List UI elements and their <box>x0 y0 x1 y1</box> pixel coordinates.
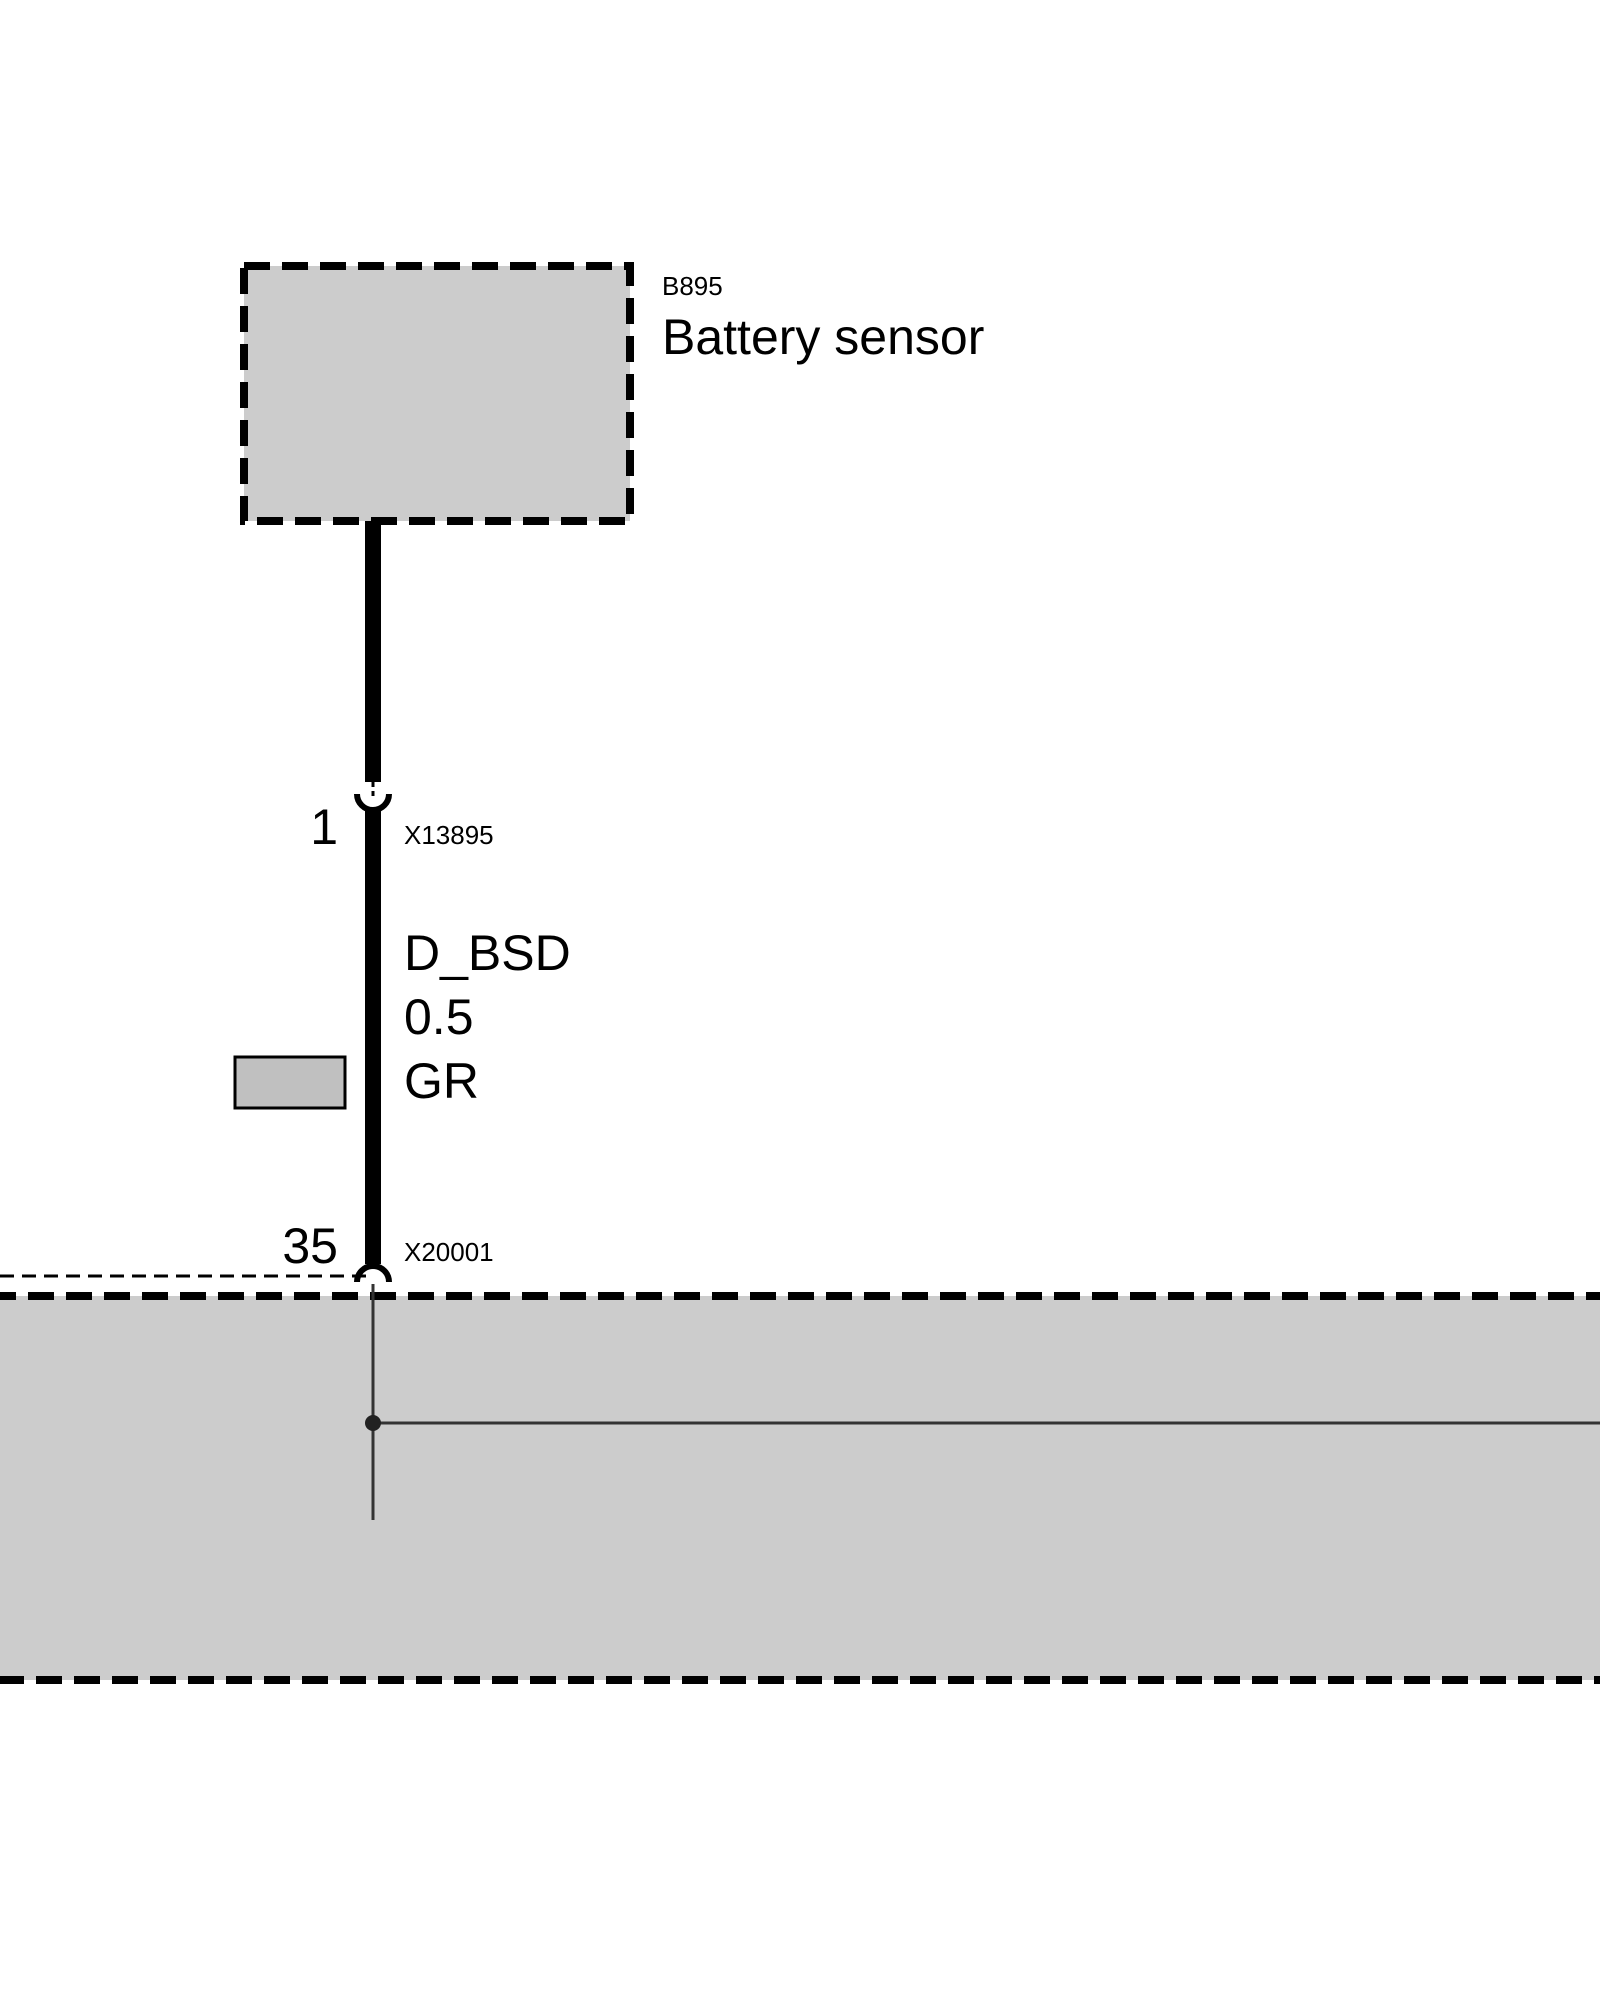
sensor-id-label: B895 <box>662 271 723 301</box>
wire-gauge: 0.5 <box>404 989 474 1045</box>
wire-info: D_BSD 0.5 GR <box>233 925 571 1110</box>
connector-x20001-id: X20001 <box>404 1237 494 1267</box>
connector-x20001-cup <box>354 1263 392 1283</box>
wire-signal-name: D_BSD <box>404 925 571 981</box>
connector-x13895-id: X13895 <box>404 820 494 850</box>
control-unit-block <box>0 1274 1600 1684</box>
connector-x13895: 1 X13895 <box>310 782 494 855</box>
control-unit-box <box>0 1292 1600 1684</box>
connector-x13895-cup <box>354 793 392 813</box>
sensor-name-label: Battery sensor <box>662 309 984 365</box>
battery-sensor-box <box>240 262 634 525</box>
wire-color-swatch <box>233 1055 347 1110</box>
connector-x20001: 35 X20001 <box>282 1218 494 1283</box>
junction-dot <box>365 1415 381 1431</box>
wire-color-code: GR <box>404 1053 479 1109</box>
connector-x20001-pin: 35 <box>282 1218 338 1274</box>
battery-sensor-component: B895 Battery sensor <box>240 262 984 525</box>
connector-x13895-pin: 1 <box>310 799 338 855</box>
